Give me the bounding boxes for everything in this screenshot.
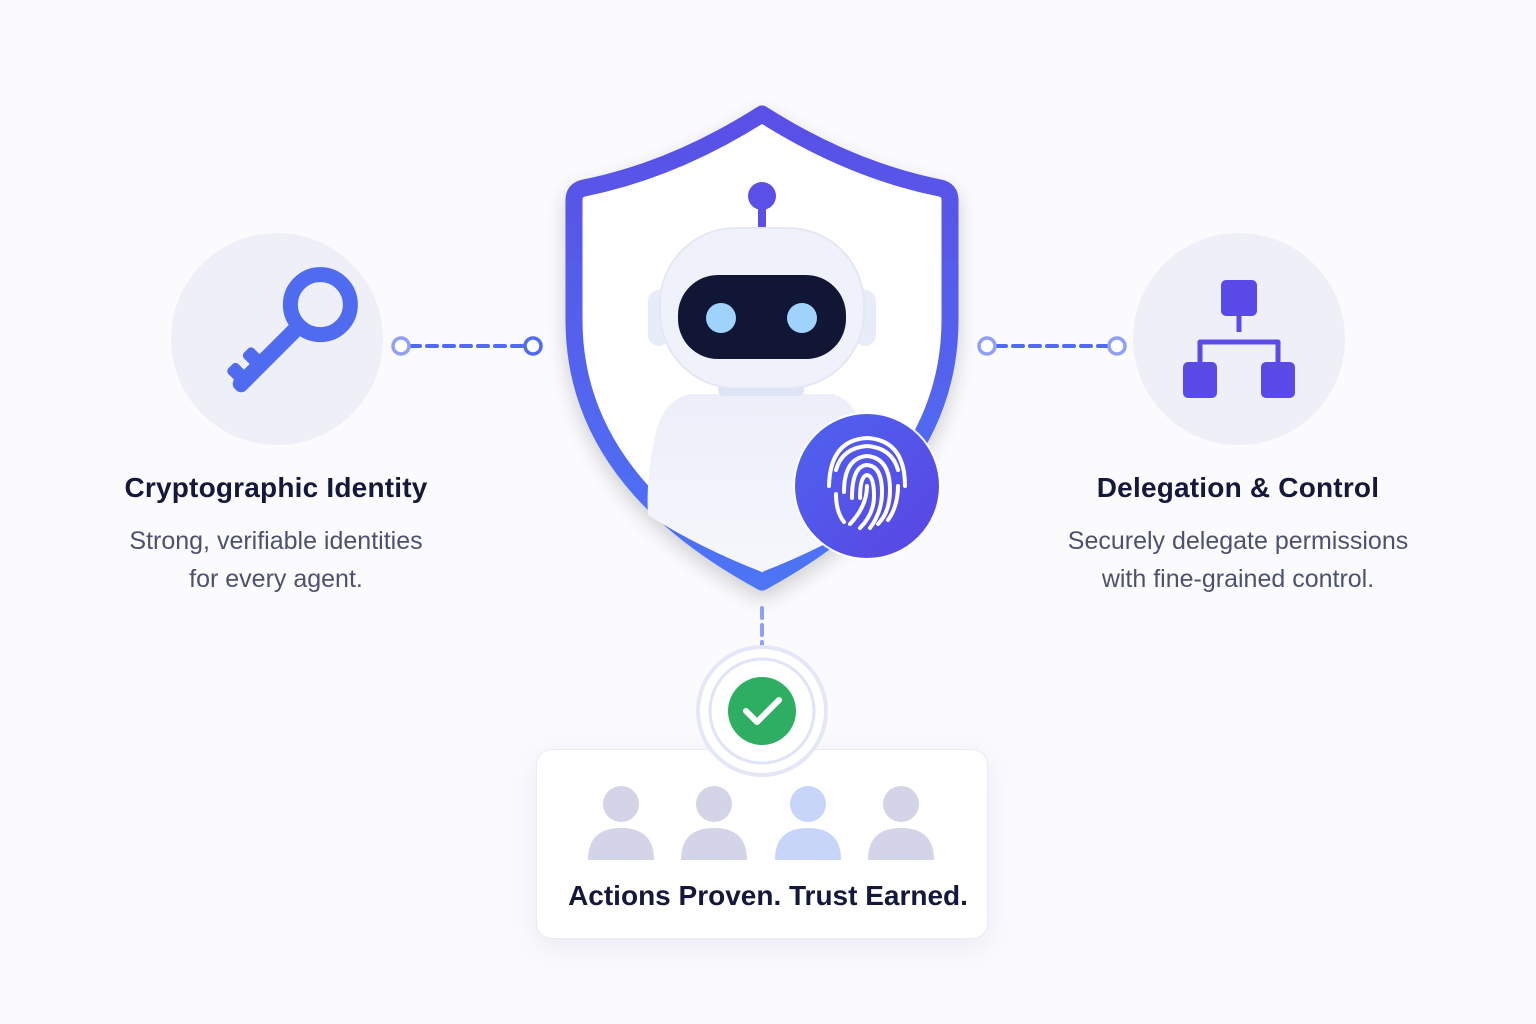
left-feature-description: Strong, verifiable identities for every … bbox=[56, 522, 496, 598]
person-icon bbox=[681, 786, 747, 860]
fingerprint-badge bbox=[793, 412, 941, 560]
hierarchy-icon bbox=[1183, 280, 1295, 398]
right-feature-description: Securely delegate permissions with fine-… bbox=[1018, 522, 1458, 598]
hierarchy-badge bbox=[1133, 233, 1345, 445]
right-feature-description-line-1: Securely delegate permissions bbox=[1067, 527, 1409, 555]
verified-badge bbox=[696, 645, 828, 777]
check-icon bbox=[743, 697, 782, 725]
fingerprint-icon bbox=[827, 435, 907, 530]
right-connector bbox=[977, 336, 1127, 356]
right-feature-title: Delegation & Control bbox=[1096, 472, 1380, 503]
right-feature-description-line-2: with fine-grained control. bbox=[1101, 565, 1375, 593]
person-icon bbox=[588, 786, 654, 860]
key-icon bbox=[227, 267, 358, 393]
left-feature-description-line-2: for every agent. bbox=[189, 565, 363, 593]
person-icon bbox=[868, 786, 934, 860]
left-feature-description-line-1: Strong, verifiable identities bbox=[129, 527, 423, 555]
left-feature-title: Cryptographic Identity bbox=[124, 472, 428, 503]
left-connector bbox=[391, 336, 543, 356]
person-icon bbox=[775, 786, 841, 860]
key-badge bbox=[171, 233, 383, 445]
